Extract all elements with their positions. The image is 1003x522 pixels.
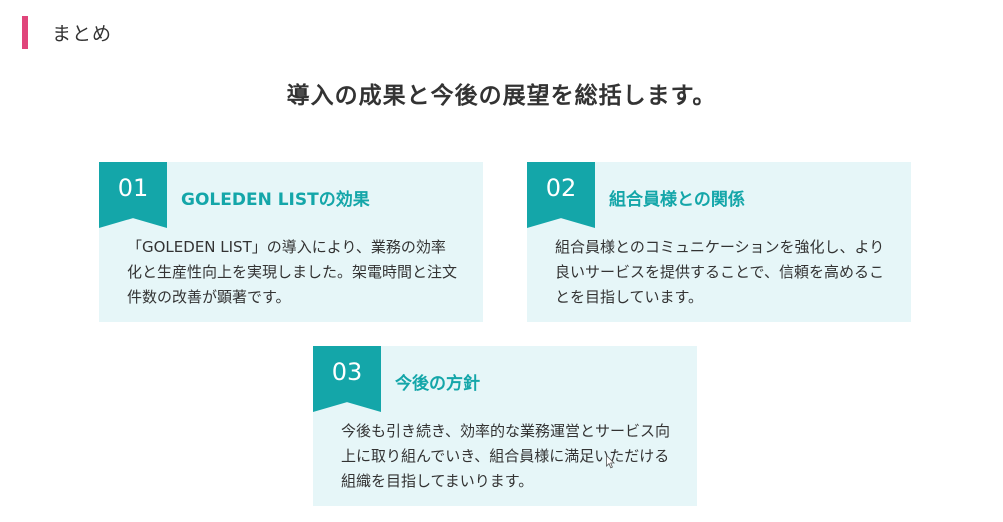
card-body: 組合員様とのコミュニケーションを強化し、より良いサービスを提供することで、信頼を… (555, 238, 885, 306)
slide-subtitle: 導入の成果と今後の展望を総括します。 (286, 83, 717, 109)
card-title: GOLEDEN LISTの効果 (181, 190, 370, 210)
card-future-policy: 03 今後の方針 今後も引き続き、効率的な業務運営とサービス向上に取り組んでいき… (313, 346, 697, 506)
card-number: 01 (117, 174, 149, 202)
card-title: 組合員様との関係 (609, 190, 745, 210)
card-number-badge (313, 346, 381, 412)
card-body: 「GOLEDEN LIST」の導入により、業務の効率化と生産性向上を実現しました… (127, 238, 458, 306)
card-member-relationship: 02 組合員様との関係 組合員様とのコミュニケーションを強化し、より良いサービス… (527, 162, 911, 322)
card-number-badge (527, 162, 595, 228)
card-title: 今後の方針 (395, 374, 480, 394)
card-goleden-list-effect: 01 GOLEDEN LISTの効果 「GOLEDEN LIST」の導入により、… (99, 162, 483, 322)
section-header: まとめ (22, 16, 112, 49)
card-number-badge (99, 162, 167, 228)
card-body: 今後も引き続き、効率的な業務運営とサービス向上に取り組んでいき、組合員様に満足い… (341, 422, 670, 490)
card-number: 02 (545, 174, 577, 202)
card-number: 03 (331, 358, 363, 386)
section-title: まとめ (52, 23, 113, 45)
section-accent-bar (22, 16, 28, 49)
